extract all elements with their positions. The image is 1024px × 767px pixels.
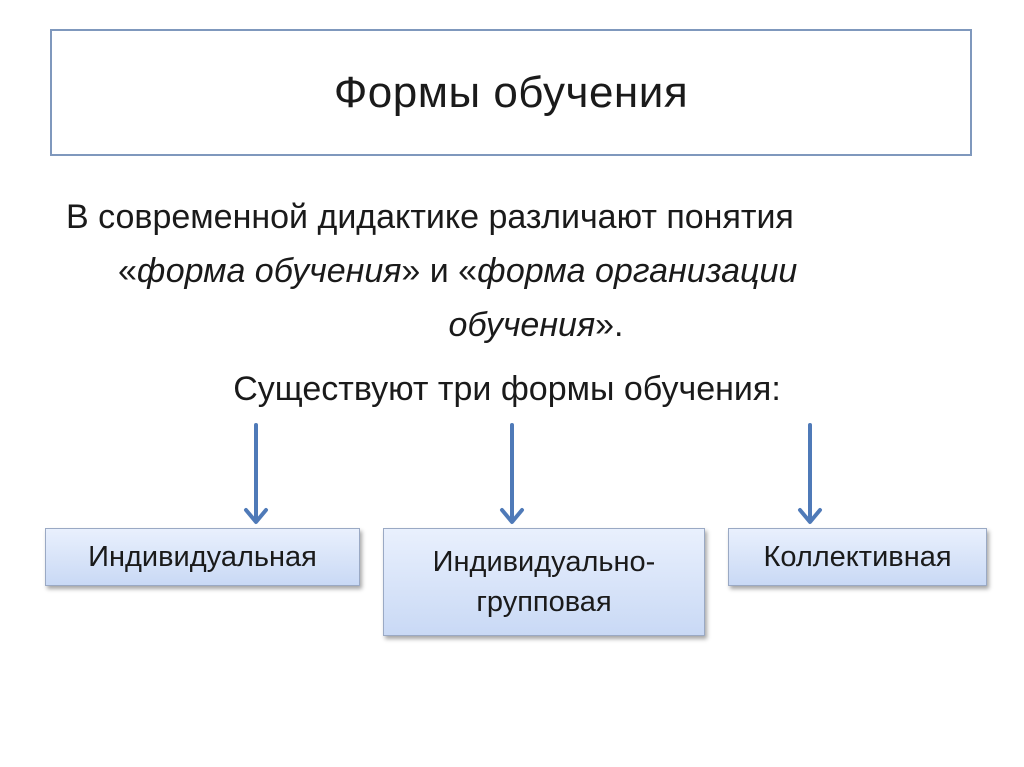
quote-close: ». xyxy=(595,306,624,344)
intro-line-3: обучения». xyxy=(66,298,966,352)
form-individual-label: Индивидуальная xyxy=(88,541,317,573)
term-learning: обучения xyxy=(448,306,596,344)
quote-open: « xyxy=(118,252,137,290)
form-individual-group-box: Индивидуально- групповая xyxy=(383,528,705,636)
intro-line-2: «форма обучения» и «форма организации xyxy=(66,244,966,298)
term-form-of-learning: форма обучения xyxy=(136,252,402,290)
title-box: Формы обучения xyxy=(50,29,972,156)
form-individual-group-line-2: групповая xyxy=(476,586,612,618)
form-individual-group-label: Индивидуально- групповая xyxy=(433,542,656,622)
subheading: Существуют три формы обучения: xyxy=(233,370,781,408)
slide-title: Формы обучения xyxy=(333,67,689,117)
term-form-of-organization: форма организации xyxy=(477,252,798,290)
form-collective-box: Коллективная xyxy=(728,528,987,586)
arrowhead-collective xyxy=(798,508,822,524)
intro-paragraph: В современной дидактике различают поняти… xyxy=(66,190,966,352)
intro-connector: » и « xyxy=(401,252,478,290)
arrowhead-individual xyxy=(244,508,268,524)
form-individual-box: Индивидуальная xyxy=(45,528,360,586)
form-collective-label: Коллективная xyxy=(763,541,952,573)
form-individual-group-line-1: Индивидуально- xyxy=(432,546,656,578)
intro-line-1: В современной дидактике различают поняти… xyxy=(66,198,794,236)
arrowhead-group xyxy=(500,508,524,524)
